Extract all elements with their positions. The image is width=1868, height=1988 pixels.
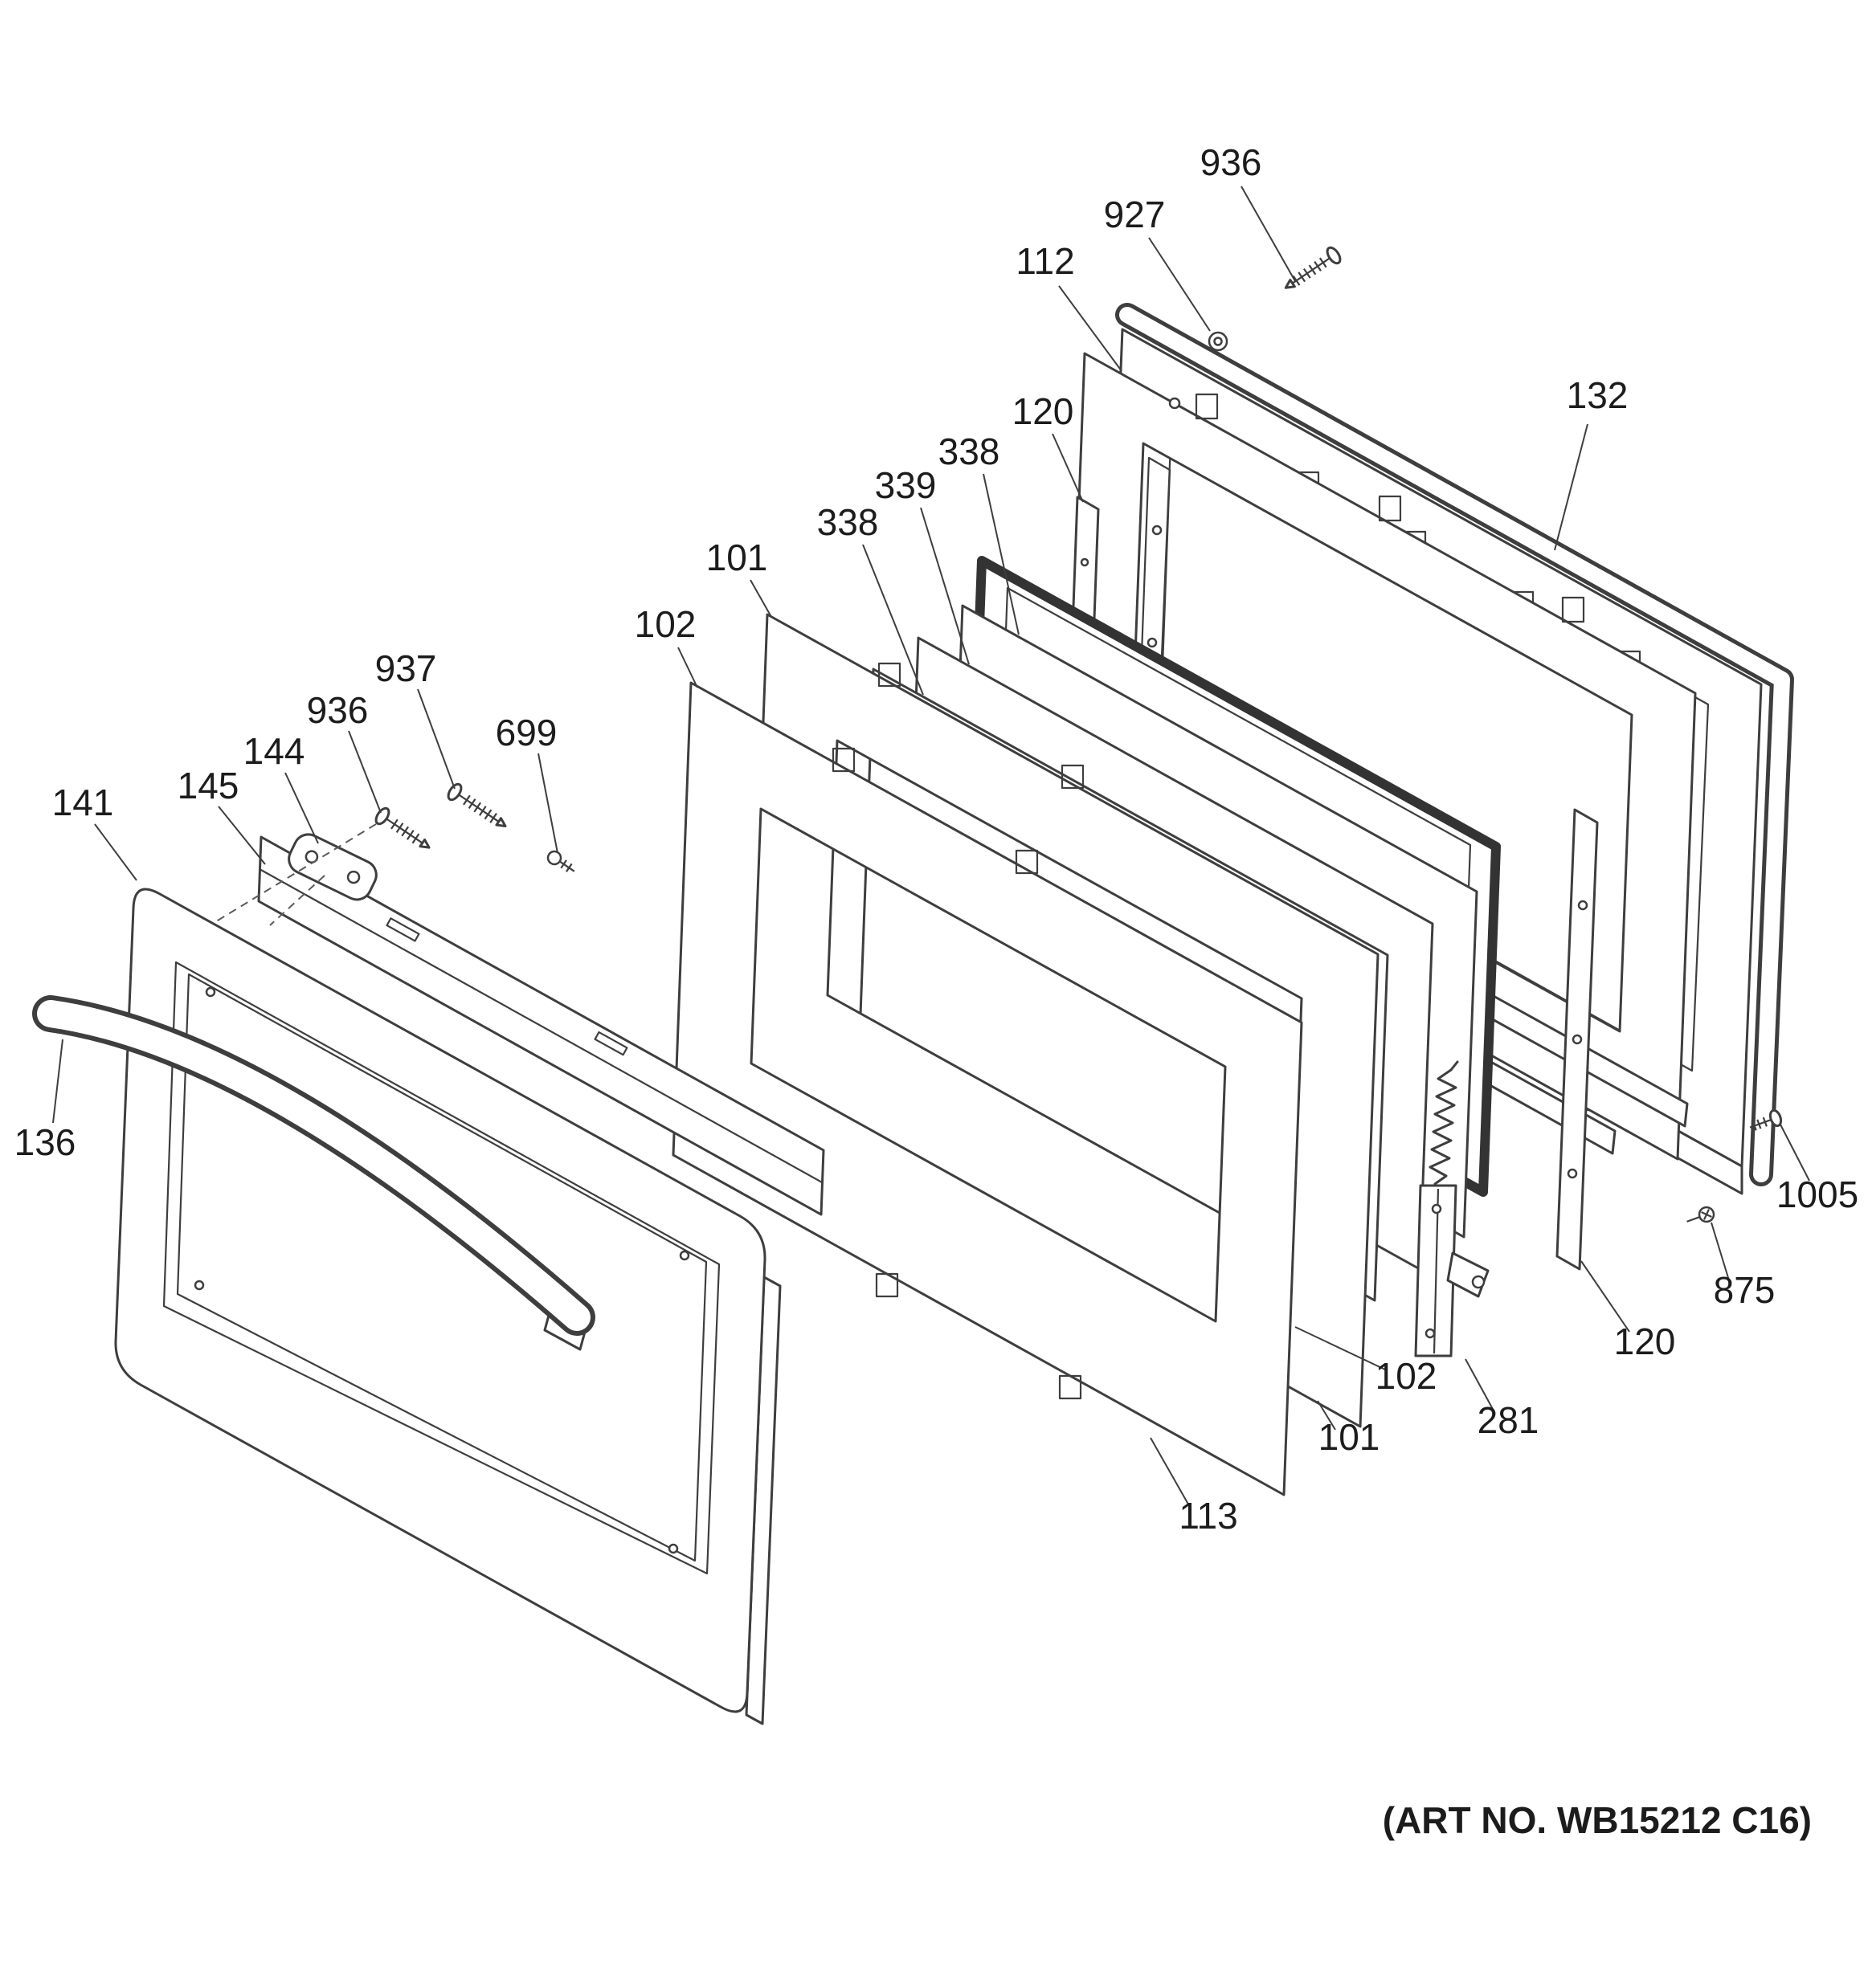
callout-1005: 1005: [1776, 1174, 1858, 1215]
part-glass-rail-lower-120: [1555, 808, 1599, 1271]
callout-102-upper: 102: [635, 603, 697, 645]
callout-labels: 936 927 112 132 120 338 339 338 101 102 …: [14, 141, 1859, 1537]
part-screw-936-top: [1284, 246, 1342, 289]
art-number: (ART NO. WB15212 C16): [1383, 1799, 1812, 1841]
part-door-latch-281: [1414, 1060, 1490, 1357]
callout-120-upper: 120: [1012, 390, 1074, 432]
callout-338-front: 338: [817, 501, 879, 543]
callout-120-lower: 120: [1614, 1321, 1676, 1362]
callout-144: 144: [243, 730, 305, 772]
part-grommet-927: [1208, 331, 1228, 352]
callout-699: 699: [496, 712, 558, 753]
part-door-handle-136: [32, 995, 595, 1351]
callout-936-left: 936: [307, 689, 369, 731]
callout-281: 281: [1478, 1399, 1539, 1441]
callout-101-upper: 101: [706, 537, 768, 578]
callout-141: 141: [52, 782, 114, 823]
callout-875: 875: [1714, 1269, 1776, 1311]
part-screw-875: [1686, 1206, 1715, 1223]
alignment-dash-line: [190, 823, 377, 937]
part-handle-trim-strip-145: [257, 835, 825, 1216]
callout-936-top: 936: [1200, 141, 1262, 183]
callout-101-lower: 101: [1318, 1416, 1380, 1458]
alignment-dash-line-2: [269, 875, 325, 926]
callout-102-lower: 102: [1375, 1355, 1437, 1397]
leader-lines: [52, 186, 1810, 1509]
part-screw-937: [447, 782, 507, 827]
callout-136: 136: [14, 1121, 76, 1163]
callout-927: 927: [1104, 194, 1166, 235]
callout-338-rear: 338: [938, 431, 1000, 472]
callout-145: 145: [178, 765, 239, 806]
callout-339: 339: [875, 464, 937, 506]
part-screw-1005: [1749, 1108, 1783, 1131]
part-insulation-frame-102: [672, 681, 1303, 1496]
part-handle-bracket-144: [288, 833, 378, 901]
part-screw-936-left: [374, 806, 431, 849]
callout-113: 113: [1179, 1495, 1237, 1537]
callout-937: 937: [375, 647, 437, 689]
callout-112: 112: [1016, 240, 1074, 282]
part-screw-699: [546, 850, 575, 872]
callout-132: 132: [1567, 374, 1629, 416]
